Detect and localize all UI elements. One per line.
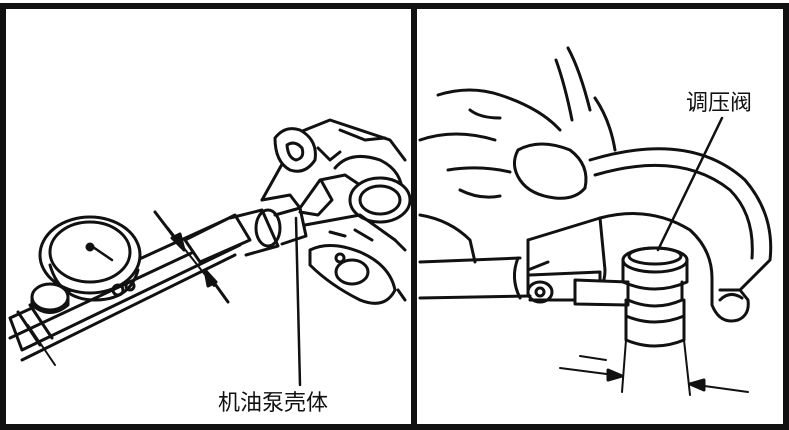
oil-pump-housing-label: 机油泵壳体 [218, 391, 328, 416]
valve-leader-line [656, 116, 724, 252]
oil-pump-housing [260, 118, 412, 305]
measurement-arrow-right [559, 339, 749, 396]
housing-leader-line [294, 216, 302, 387]
micrometer [418, 147, 773, 323]
pressure-valve-label: 调压阀 [686, 91, 752, 116]
caliper-knob [30, 282, 70, 312]
left-panel-illustration [8, 118, 412, 387]
measurement-arrow-left [153, 210, 230, 304]
vernier-caliper [8, 206, 308, 366]
hand [418, 46, 617, 264]
right-panel-illustration [418, 46, 773, 396]
outer-border [0, 3, 789, 430]
